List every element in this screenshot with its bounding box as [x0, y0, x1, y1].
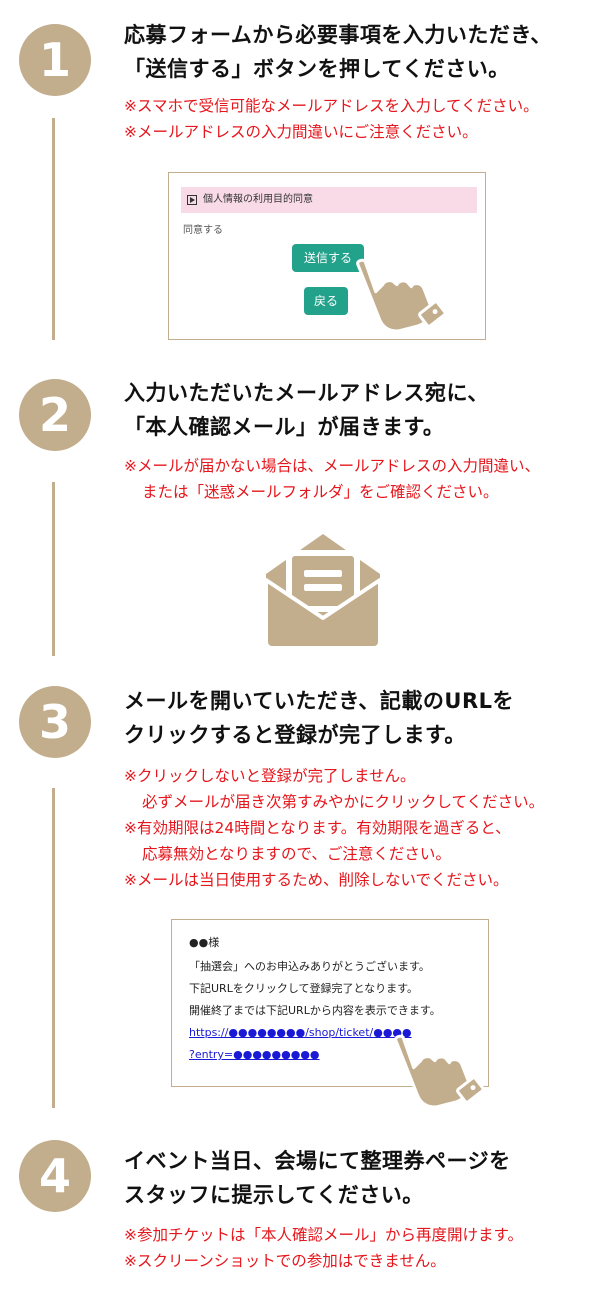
step-4-heading-line-1: イベント当日、会場にて整理券ページを — [124, 1149, 511, 1173]
form-section-title: 個人情報の利用目的同意 — [203, 194, 313, 205]
step-2-notes: ※メールが届かない場合は、メールアドレスの入力間違い、 または「迷惑メールフォル… — [124, 453, 540, 505]
step-1-note: ※スマホで受信可能なメールアドレスを入力してください。 — [124, 97, 539, 115]
step-3-heading: メールを開いていただき、記載のURLを クリックすると登録が完了します。 — [124, 684, 514, 752]
step-1-note: ※メールアドレスの入力間違いにご注意ください。 — [124, 123, 478, 141]
step-1-heading: 応募フォームから必要事項を入力いただき、 「送信する」ボタンを押してください。 — [124, 18, 552, 86]
play-icon — [187, 195, 197, 205]
step-2-heading-line-2: 「本人確認メール」が届きます。 — [124, 415, 445, 439]
step-number-3: 3 — [19, 686, 91, 758]
pointing-hand-icon — [394, 1034, 485, 1108]
mail-line: ●●様 — [189, 936, 220, 949]
mail-url-link[interactable]: ?entry=●●●●●●●●● — [189, 1048, 320, 1061]
step-4-heading: イベント当日、会場にて整理券ページを スタッフに提示してください。 — [124, 1144, 511, 1212]
step-1-heading-line-2: 「送信する」ボタンを押してください。 — [124, 57, 510, 81]
step-3-heading-line-1: メールを開いていただき、記載のURLを — [124, 689, 515, 713]
step-4-note: ※スクリーンショットでの参加はできません。 — [124, 1252, 446, 1270]
step-2-heading-line-1: 入力いただいたメールアドレス宛に、 — [124, 381, 489, 405]
step-3-heading-line-2: クリックすると登録が完了します。 — [124, 723, 466, 747]
step-number-4: 4 — [19, 1140, 91, 1212]
step-connector-3 — [52, 788, 55, 1108]
step-number-2: 2 — [19, 379, 91, 451]
step-1-heading-line-1: 応募フォームから必要事項を入力いただき、 — [124, 23, 552, 47]
form-section-header: 個人情報の利用目的同意 — [181, 187, 477, 213]
step-3-note: ※クリックしないと登録が完了しません。 — [124, 767, 416, 785]
step-4-heading-line-2: スタッフに提示してください。 — [124, 1183, 424, 1207]
step-2-heading: 入力いただいたメールアドレス宛に、 「本人確認メール」が届きます。 — [124, 376, 489, 444]
step-4-notes: ※参加チケットは「本人確認メール」から再度開けます。 ※スクリーンショットでの参… — [124, 1222, 523, 1274]
step-1-notes: ※スマホで受信可能なメールアドレスを入力してください。 ※メールアドレスの入力間… — [124, 93, 539, 145]
mail-url-link[interactable]: https://●●●●●●●●/shop/ticket/●●●● — [189, 1026, 412, 1039]
back-button[interactable]: 戻る — [304, 287, 348, 315]
pointing-hand-icon — [356, 258, 447, 332]
mail-line: 下記URLをクリックして登録完了となります。 — [189, 982, 419, 995]
step-3-note: ※メールは当日使用するため、削除しないでください。 — [124, 871, 509, 889]
step-connector-1 — [52, 118, 55, 340]
step-2-note: または「迷惑メールフォルダ」をご確認ください。 — [142, 483, 499, 501]
step-connector-2 — [52, 482, 55, 656]
step-2-note: ※メールが届かない場合は、メールアドレスの入力間違い、 — [124, 457, 540, 475]
envelope-icon — [264, 534, 382, 650]
step-4-note: ※参加チケットは「本人確認メール」から再度開けます。 — [124, 1226, 523, 1244]
step-number-1: 1 — [19, 24, 91, 96]
mail-line: 開催終了までは下記URLから内容を表示できます。 — [189, 1004, 441, 1017]
step-3-note: 応募無効となりますので、ご注意ください。 — [142, 845, 451, 863]
step-3-note: ※有効期限は24時間となります。有効期限を過ぎると、 — [124, 819, 511, 837]
mail-line: 「抽選会」へのお申込みありがとうございます。 — [189, 960, 430, 973]
step-3-notes: ※クリックしないと登録が完了しません。 必ずメールが届き次第すみやかにクリックし… — [124, 763, 544, 893]
send-button[interactable]: 送信する — [292, 244, 364, 272]
form-illustration: 個人情報の利用目的同意 同意する 送信する 戻る — [168, 172, 486, 340]
step-3-note: 必ずメールが届き次第すみやかにクリックしてください。 — [142, 793, 545, 811]
form-agree-label: 同意する — [183, 225, 223, 236]
